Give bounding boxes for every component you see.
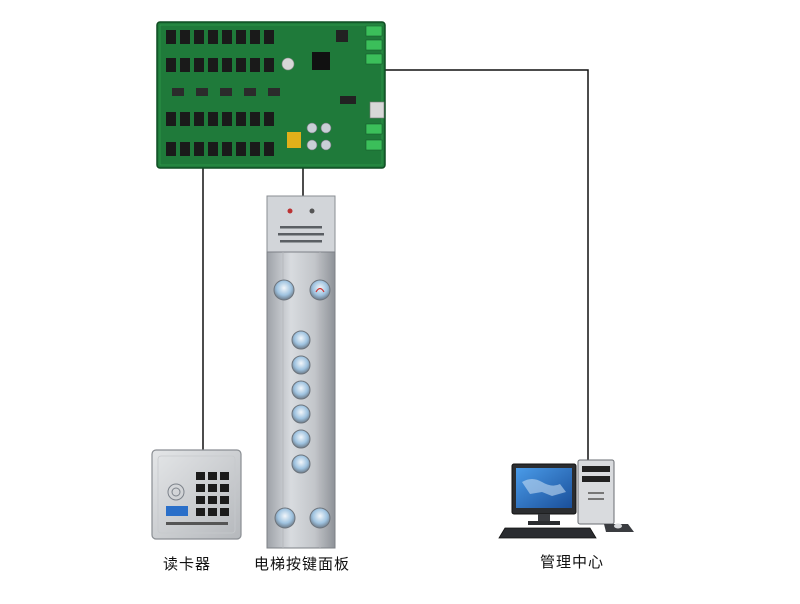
- wire-board-to-computer: [382, 69, 589, 462]
- panel-button-floor: [291, 355, 311, 375]
- card-reader-label: 读卡器: [163, 555, 212, 573]
- circuit-board-icon: [156, 21, 386, 169]
- connection-wires: [202, 69, 589, 462]
- panel-button-bottom-right: [309, 507, 331, 529]
- panel-button-floor: [291, 404, 311, 424]
- panel-button-open: [273, 279, 295, 301]
- panel-button-floor: [291, 454, 311, 474]
- panel-button-bottom-left: [274, 507, 296, 529]
- panel-button-floor: [291, 330, 311, 350]
- panel-button-floor: [291, 380, 311, 400]
- elevator-panel-label: 电梯按键面板: [254, 555, 351, 573]
- panel-button-close: [309, 279, 331, 301]
- desktop-computer-icon: [498, 459, 634, 539]
- panel-button-floor: [291, 429, 311, 449]
- management-center-label: 管理中心: [540, 553, 605, 571]
- keypad-reader-icon: [151, 449, 242, 540]
- elevator-button-panel-icon: [266, 195, 336, 549]
